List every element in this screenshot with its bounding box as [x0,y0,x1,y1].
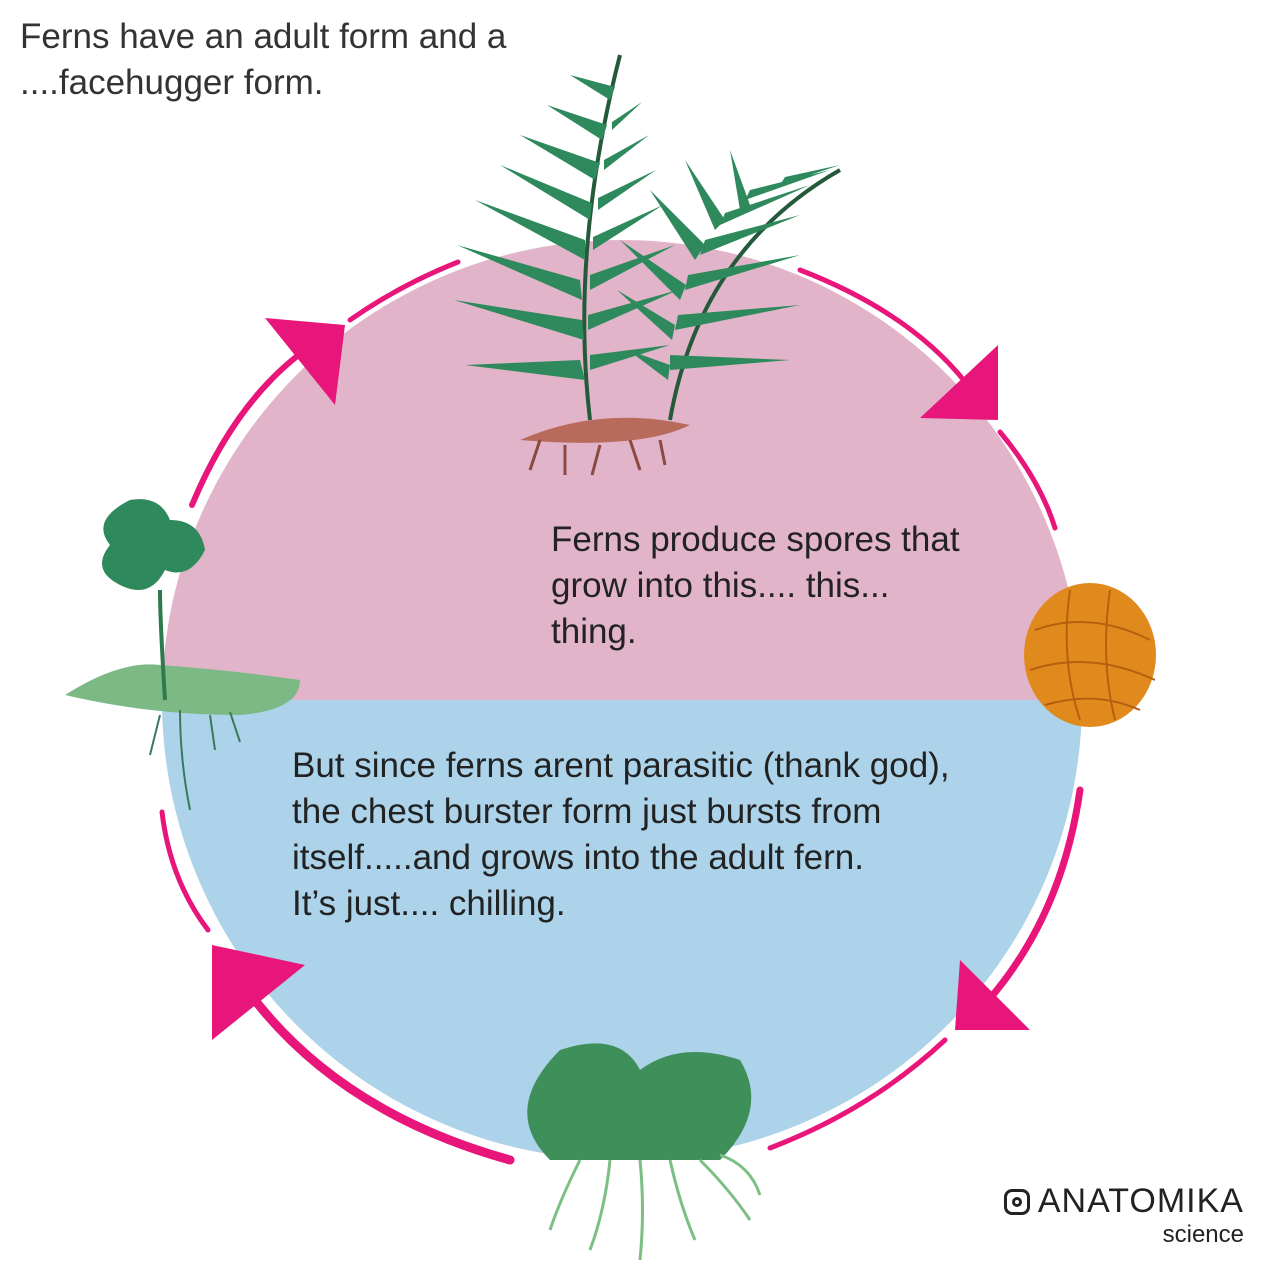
caption-line: Ferns produce spores that [551,520,960,559]
spore-illustration [1024,583,1156,727]
caption-line: itself.....and grows into the adult fern… [292,838,864,877]
arrowhead-bottom-left [212,945,305,1040]
young-sporophyte-illustration [65,499,300,811]
brand-watermark: ANATOMIKA science [1003,1182,1244,1249]
caption-line: the chest burster form just bursts from [292,792,882,831]
page-title: Ferns have an adult form and a ....faceh… [20,14,520,106]
brand-name: ANATOMIKA [1037,1182,1244,1220]
arrowhead-top-left [265,318,345,405]
arc-bottom-left [235,975,515,1165]
arc-bottom-right [767,1037,948,1151]
spores-caption: Ferns produce spores that grow into this… [551,517,960,655]
arc-right [997,429,1058,531]
caption-line: thing. [551,612,637,651]
cycle-arrows [159,259,1084,1165]
instagram-icon [1003,1188,1030,1215]
arrowhead-bottom-right [955,960,1030,1030]
adult-fern-illustration [454,54,841,476]
bottom-half-blue [162,700,1082,1160]
brand-sub: science [1162,1221,1244,1248]
arrowhead-top-right [920,345,998,420]
arc-left [159,809,211,933]
gametophyte-illustration [527,1043,762,1261]
top-half-pink [162,240,1082,700]
arc-top-left [347,259,461,323]
caption-line: grow into this.... this... [551,566,890,605]
caption-line: It’s just.... chilling. [292,884,566,923]
growth-caption: But since ferns arent parasitic (thank g… [292,743,950,927]
title-text: Ferns have an adult form and a ....faceh… [20,17,507,102]
caption-line: But since ferns arent parasitic (thank g… [292,746,950,785]
